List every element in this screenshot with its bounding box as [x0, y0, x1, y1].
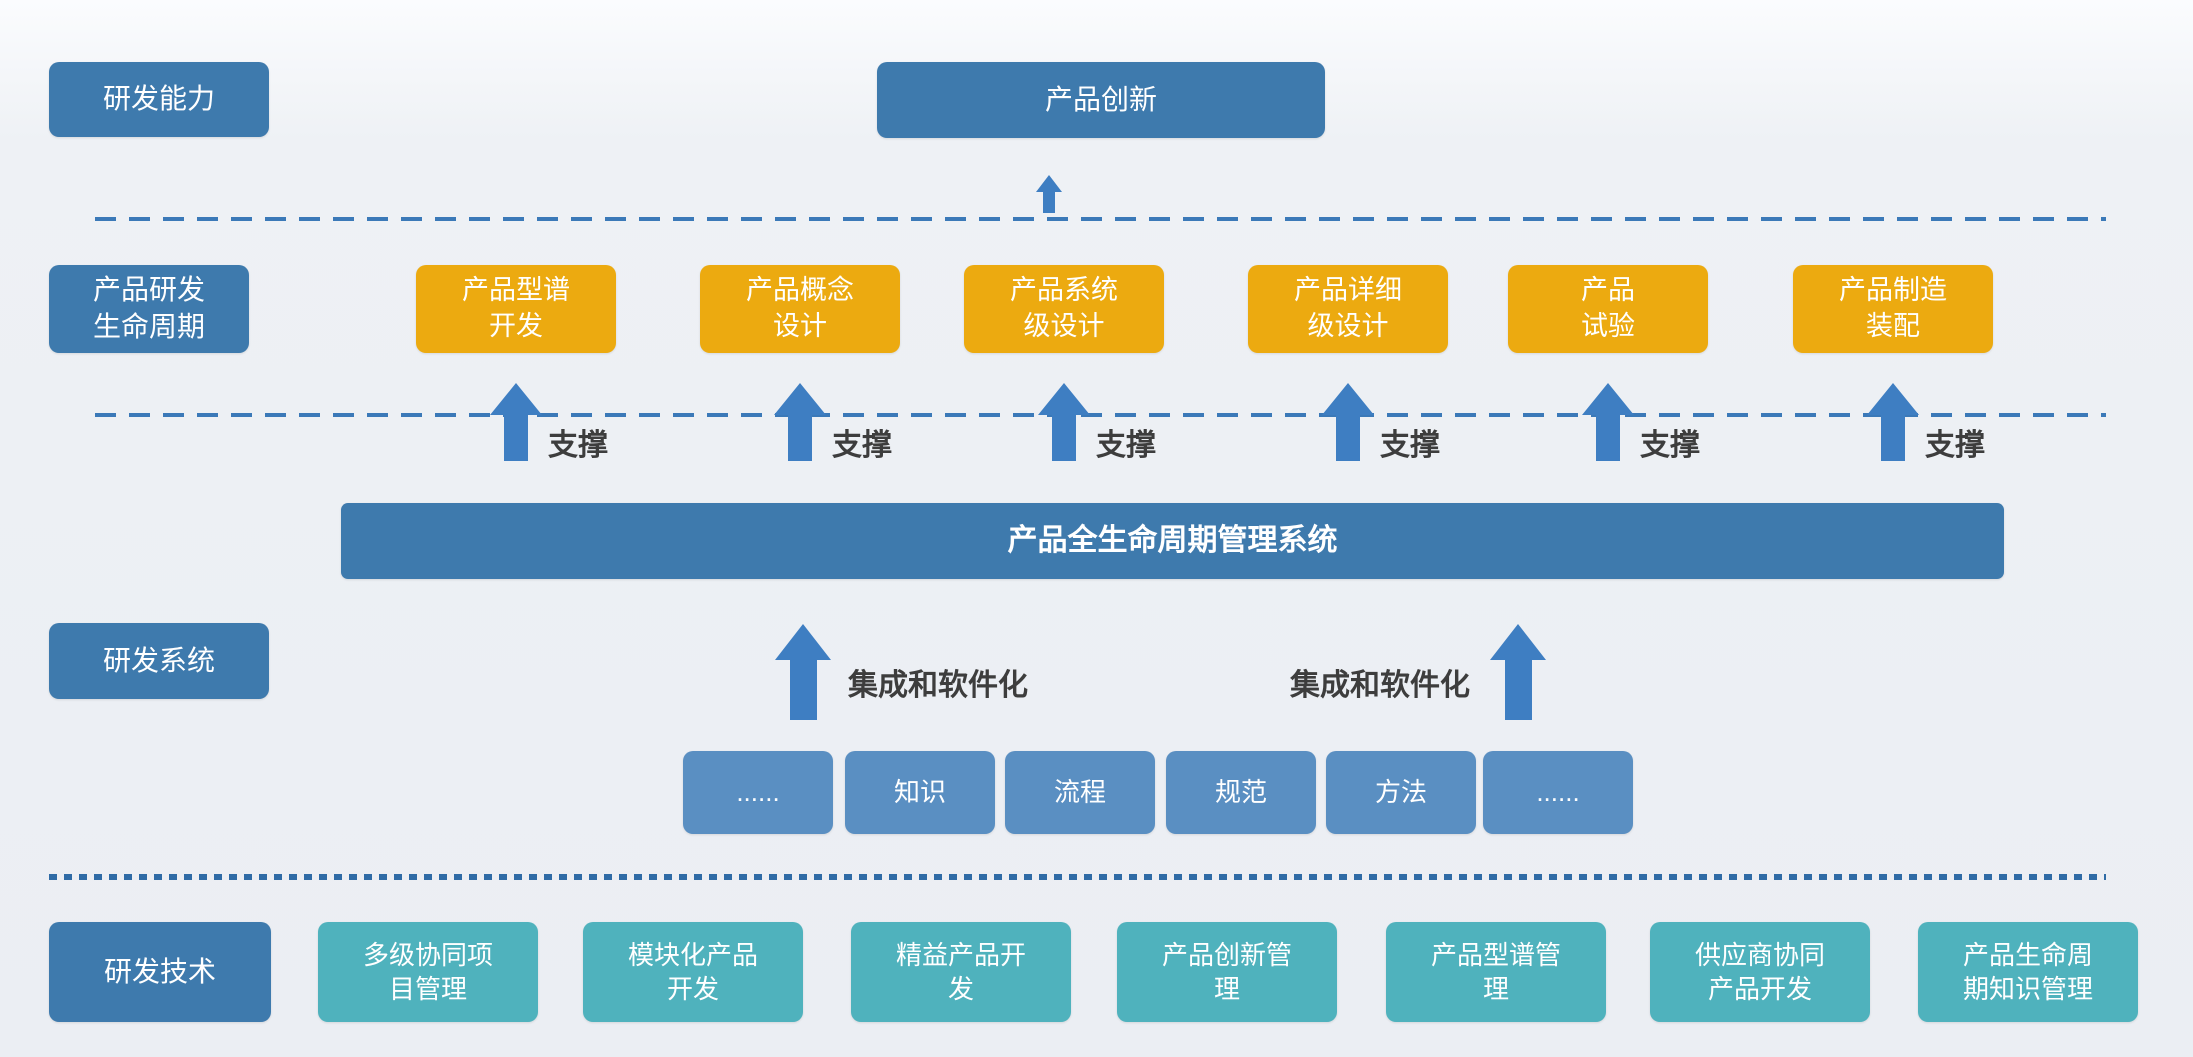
arrow-head-icon — [1038, 383, 1090, 415]
up-arrow-icon — [1036, 175, 1062, 213]
arrow-head-icon — [1322, 383, 1374, 415]
product-innovation-box: 产品创新 — [877, 62, 1325, 138]
support-label: 支撑 — [1380, 429, 1440, 462]
arrow-stem — [1881, 415, 1905, 461]
arrow-stem — [1043, 192, 1055, 213]
system-element-box-5: 方法 — [1326, 751, 1476, 834]
integration-up-arrow-icon — [1490, 624, 1546, 720]
support-up-arrow-icon — [1582, 383, 1634, 461]
arrow-head-icon — [1036, 175, 1062, 192]
support-label: 支撑 — [1096, 429, 1156, 462]
arrow-head-icon — [775, 624, 831, 660]
system-element-box-2: 知识 — [845, 751, 995, 834]
dotted-separator-bottom — [49, 874, 2106, 880]
plm-bar: 产品全生命周期管理系统 — [341, 503, 2004, 579]
technology-item-box-2: 模块化产品 开发 — [583, 922, 803, 1022]
side-label-system: 研发系统 — [49, 623, 269, 699]
support-up-arrow-icon — [1322, 383, 1374, 461]
integration-up-arrow-icon — [775, 624, 831, 720]
lifecycle-stage-box-3: 产品系统 级设计 — [964, 265, 1164, 353]
dashed-separator-top — [95, 217, 2106, 221]
support-up-arrow-icon — [774, 383, 826, 461]
side-label-lifecycle: 产品研发 生命周期 — [49, 265, 249, 353]
arrow-stem — [504, 415, 528, 461]
arrow-head-icon — [1582, 383, 1634, 415]
integration-label: 集成和软件化 — [1290, 669, 1470, 702]
support-label: 支撑 — [548, 429, 608, 462]
lifecycle-stage-box-6: 产品制造 装配 — [1793, 265, 1993, 353]
technology-item-box-5: 产品型谱管 理 — [1386, 922, 1606, 1022]
arrow-stem — [1336, 415, 1360, 461]
system-element-box-3: 流程 — [1005, 751, 1155, 834]
support-label: 支撑 — [1640, 429, 1700, 462]
technology-item-box-6: 供应商协同 产品开发 — [1650, 922, 1870, 1022]
lifecycle-stage-box-1: 产品型谱 开发 — [416, 265, 616, 353]
arrow-head-icon — [490, 383, 542, 415]
support-up-arrow-icon — [490, 383, 542, 461]
support-label: 支撑 — [1925, 429, 1985, 462]
dashed-separator-middle — [95, 413, 2106, 417]
system-element-box-4: 规范 — [1166, 751, 1316, 834]
lifecycle-stage-box-5: 产品 试验 — [1508, 265, 1708, 353]
arrow-stem — [1052, 415, 1076, 461]
arrow-stem — [788, 415, 812, 461]
system-element-box-1: ...... — [683, 751, 833, 834]
arrow-head-icon — [774, 383, 826, 415]
system-element-box-6: ...... — [1483, 751, 1633, 834]
side-label-technology: 研发技术 — [49, 922, 271, 1022]
integration-label: 集成和软件化 — [848, 669, 1028, 702]
technology-item-box-3: 精益产品开 发 — [851, 922, 1071, 1022]
lifecycle-stage-box-2: 产品概念 设计 — [700, 265, 900, 353]
technology-item-box-7: 产品生命周 期知识管理 — [1918, 922, 2138, 1022]
arrow-head-icon — [1867, 383, 1919, 415]
technology-item-box-4: 产品创新管 理 — [1117, 922, 1337, 1022]
arrow-stem — [789, 660, 817, 720]
support-up-arrow-icon — [1038, 383, 1090, 461]
technology-item-box-1: 多级协同项 目管理 — [318, 922, 538, 1022]
side-label-capability: 研发能力 — [49, 62, 269, 137]
arrow-stem — [1504, 660, 1532, 720]
arrow-stem — [1596, 415, 1620, 461]
support-label: 支撑 — [832, 429, 892, 462]
arrow-head-icon — [1490, 624, 1546, 660]
support-up-arrow-icon — [1867, 383, 1919, 461]
lifecycle-stage-box-4: 产品详细 级设计 — [1248, 265, 1448, 353]
